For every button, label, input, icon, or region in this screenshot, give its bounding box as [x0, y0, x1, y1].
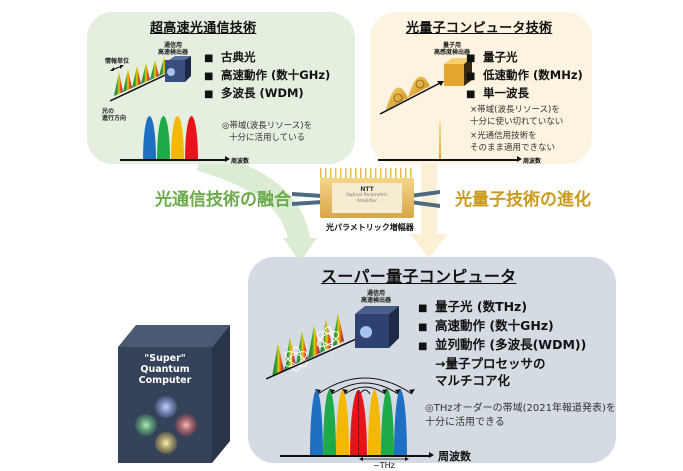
- feature-item: 高速動作 (数十GHz): [418, 317, 586, 336]
- feature-item: 古典光: [204, 49, 330, 67]
- photonic-quantum-evolution-label: 光量子技術の進化: [455, 190, 591, 210]
- atom-icon: [135, 414, 157, 436]
- spectrum-peak: [336, 390, 349, 455]
- double-arrow-icon: [110, 65, 124, 71]
- feature-item: 並列動作 (多波長(WDM)): [418, 336, 586, 355]
- atom-icon: [155, 396, 177, 418]
- ntt-logo: NTT: [360, 186, 374, 193]
- frequency-axis: [378, 156, 522, 162]
- quantum-pulse-graphic: [379, 76, 444, 115]
- frequency-axis-label: 周波数: [438, 450, 471, 463]
- multiplexed-quantum-pulse-graphic: [266, 313, 356, 380]
- spectrum-peak: [157, 116, 170, 159]
- frequency-axis: [280, 452, 434, 458]
- limitation-note-bandwidth: ×帯域(波長リソース)を 十分に使い切れていない: [470, 105, 564, 127]
- super-quantum-computer-features: 量子光 (数THz) 高速動作 (数十GHz) 並列動作 (多波長(WDM)) …: [418, 298, 586, 389]
- spectrum-peak: [171, 116, 184, 159]
- spectrum-peak: [394, 390, 407, 455]
- frequency-axis-label: 周波数: [231, 158, 250, 165]
- yellow-flow-arrow: [421, 160, 437, 240]
- photonic-quantum-title: 光量子コンピュータ技術: [406, 21, 553, 36]
- super-quantum-computer-label: "Super" Quantum Computer: [138, 353, 192, 386]
- spectrum-peak: [310, 390, 323, 455]
- feature-item: 高速動作 (数十GHz): [204, 67, 330, 85]
- feature-item: 量子光: [466, 49, 583, 67]
- frequency-axis-label: 周波数: [523, 158, 542, 165]
- spectrum-peak: [368, 390, 381, 455]
- thz-spacing-arrow: [359, 457, 409, 461]
- light-direction-label: 光の 進行方向: [102, 108, 127, 122]
- photonic-quantum-features: 量子光 低速動作 (数MHz) 単一波長: [466, 49, 583, 103]
- high-speed-detector-icon: [165, 56, 191, 82]
- feature-item: 多波長 (WDM): [204, 85, 330, 103]
- optical-fibers: [292, 190, 440, 208]
- atom-icon: [175, 414, 197, 436]
- optical-parametric-amplifier-caption: 光パラメトリック増幅器: [326, 223, 414, 232]
- optical-parametric-amplifier-device: NTT Optical Parametric Amplifier: [320, 168, 414, 218]
- bandwidth-note: ◎帯域(波長リソース)を 十分に活用している: [222, 121, 313, 143]
- quantum-atom-cluster-icon: [135, 396, 197, 454]
- detector-label: 通信用 高速検出器: [361, 290, 392, 304]
- optical-communication-fusion-label: 光通信技術の融合: [155, 190, 291, 210]
- feature-sub-item: →量子プロセッサの: [435, 356, 546, 371]
- info-unit-label: 情報単位: [105, 58, 130, 65]
- detector-label: 通信用 高速検出器: [158, 42, 189, 56]
- spectrum-peak: [185, 116, 198, 159]
- frequency-axis: [120, 156, 230, 162]
- green-flow-arrow: [196, 149, 311, 247]
- feature-item: 量子光 (数THz): [418, 298, 586, 317]
- spectrum-peak: [143, 116, 156, 159]
- atom-icon: [155, 432, 177, 454]
- quantum-detector-label: 量子用 高感度検出器: [434, 42, 471, 56]
- limitation-note-technology: ×光通信用技術を そのまま適用できない: [470, 131, 556, 153]
- feature-item: 単一波長: [466, 85, 583, 103]
- spectrum-peak: [381, 390, 394, 455]
- super-quantum-computer-title: スーパー量子コンピュータ: [321, 267, 517, 286]
- feature-item: 低速動作 (数MHz): [466, 67, 583, 85]
- optical-communication-title: 超高速光通信技術: [150, 21, 257, 36]
- feature-sub-item: マルチコア化: [435, 373, 511, 388]
- high-speed-detector-icon: [355, 306, 399, 348]
- optical-communication-features: 古典光 高速動作 (数十GHz) 多波長 (WDM): [204, 49, 330, 103]
- thz-bandwidth-note: ◎THzオーダーの帯域(2021年報道発表)を 十分に活用できる: [425, 403, 616, 428]
- spectrum-peak: [323, 390, 336, 455]
- single-wavelength-peak: [439, 122, 441, 159]
- thz-spacing-label: ~THz: [373, 461, 395, 470]
